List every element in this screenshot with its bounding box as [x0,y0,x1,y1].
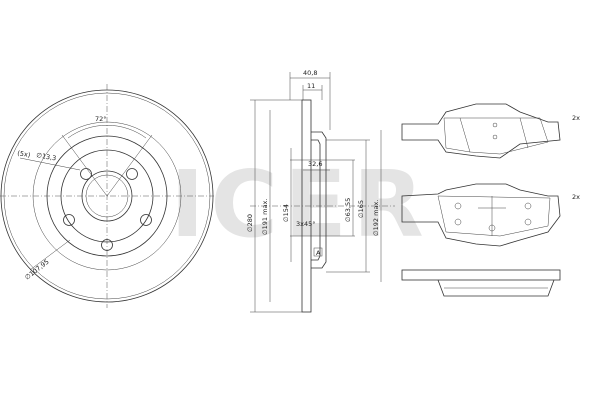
dia-165-label: ∅165 [357,200,365,218]
pad-qty-top: 2x [572,114,580,122]
brake-pad-top [401,103,561,159]
dia-outer-label: ∅280 [246,214,254,232]
bolt-holes [63,168,152,251]
dia-192-label: ∅192 max. [372,200,380,236]
disc-front-view [0,84,214,308]
datum-label: A [316,249,321,257]
hole-diameter-label: ∅13,3 [36,151,57,162]
width-hat-label: 11 [307,82,315,90]
dia-154-label: ∅154 [282,204,290,222]
disc-section-view [250,72,395,313]
width-total-label: 40,8 [303,69,317,77]
brake-pad-middle [401,183,561,247]
hat-depth-label: 32,6 [308,160,322,168]
brake-pad-side-view [401,269,561,297]
dia-191-label: ∅191 max. [261,199,269,235]
chamfer-label: 3x45° [296,220,316,228]
holes-count-label: (5x) [17,149,31,159]
pad-qty-bottom: 2x [572,193,580,201]
angle-label: 72° [95,115,107,123]
dia-63-label: ∅63,55 [344,198,352,222]
